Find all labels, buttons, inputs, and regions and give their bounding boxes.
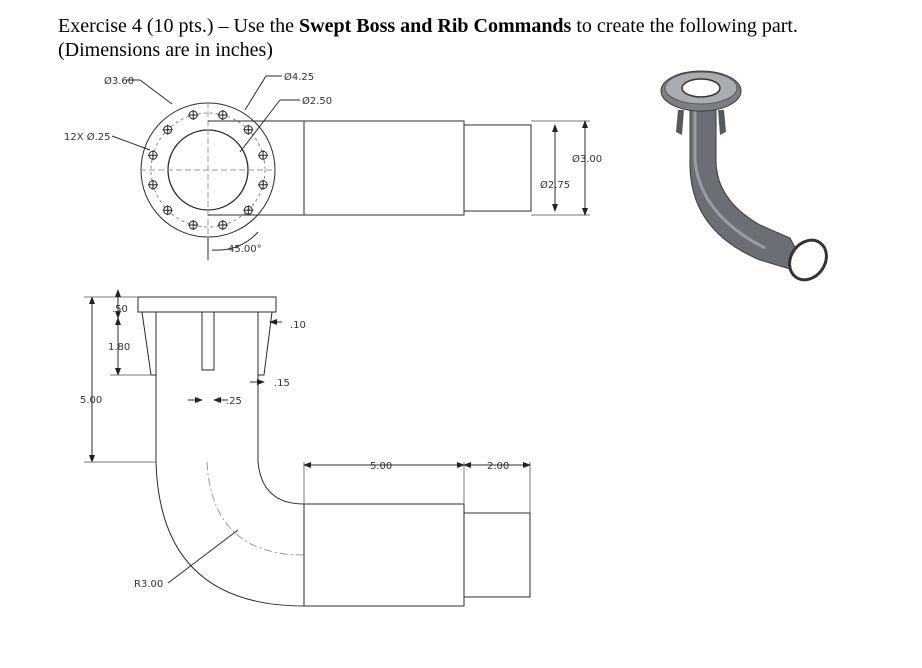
bolt-hole-cross: [258, 179, 269, 190]
bolt-hole-cross: [188, 109, 199, 120]
bolt-hole-cross: [188, 220, 199, 231]
leader-bolt-circle: [139, 79, 173, 105]
rib-center: [201, 311, 215, 371]
rib-right: [257, 311, 273, 376]
label-rib-offset: .15: [274, 378, 290, 389]
label-tube-id: Ø2.75: [540, 179, 570, 191]
label-tube-od: Ø3.00: [572, 153, 602, 165]
bend-outer: [155, 461, 305, 607]
label-angle: 45.00°: [228, 244, 262, 255]
label-bend-radius: R3.00: [134, 579, 163, 590]
bend-centerline: [206, 461, 305, 556]
label-flange-od: Ø4.25: [284, 71, 314, 83]
header-emphasis: Swept Boss and Rib Commands: [299, 15, 572, 37]
horizontal-tube: [303, 503, 465, 607]
bolt-hole-cross: [258, 150, 269, 161]
label-vertical-height: 5.00: [80, 395, 102, 406]
label-rib-height: 1.80: [108, 342, 130, 353]
label-flange-thk: .50: [112, 304, 128, 315]
bolt-holes: [147, 109, 269, 231]
tube-end-3d: [788, 238, 828, 282]
bolt-circle: [150, 112, 266, 228]
tube-profile-top: [208, 120, 590, 216]
leader-holes: [111, 135, 151, 151]
bolt-hole-cross: [147, 179, 158, 190]
front-view: [84, 289, 531, 607]
label-rib-thk: .25: [226, 396, 242, 407]
label-extension: 2.00: [487, 461, 509, 472]
label-horizontal-length: 5.00: [370, 461, 392, 472]
header-suffix: to create the following part.: [571, 15, 798, 37]
header-prefix: Exercise 4 (10 pts.) – Use the: [58, 15, 300, 37]
exercise-header: Exercise 4 (10 pts.) – Use the Swept Bos…: [58, 14, 908, 62]
bolt-hole-cross: [147, 150, 158, 161]
leader-flange-od: [244, 75, 267, 111]
bolt-hole-cross: [217, 220, 228, 231]
tube-body: [303, 120, 465, 216]
rib-left: [141, 311, 157, 376]
top-view: [111, 75, 300, 260]
bend-inner: [257, 461, 305, 505]
leader-bend-radius: [167, 529, 239, 584]
horizontal-extension: [463, 512, 531, 598]
bolt-hole-cross: [243, 124, 254, 135]
bolt-hole-cross: [162, 205, 173, 216]
label-bore: Ø2.50: [302, 95, 332, 107]
label-holes: 12X Ø.25: [64, 131, 111, 143]
tube-extension: [463, 124, 532, 212]
angle-arc: [211, 231, 259, 251]
bolt-hole-cross: [162, 124, 173, 135]
header-line2: (Dimensions are in inches): [58, 39, 273, 61]
part-3d-render: [660, 70, 828, 282]
flange-plate: [137, 296, 277, 313]
label-rib-inset: .10: [290, 320, 306, 331]
leader-bore: [239, 99, 281, 153]
label-bolt-circle: Ø3.60: [104, 75, 134, 87]
bolt-hole-cross: [217, 109, 228, 120]
bolt-hole-cross: [243, 205, 254, 216]
dimension-labels: Ø3.60 Ø4.25 Ø2.50 12X Ø.25 45.00° Ø3.00 …: [64, 71, 602, 590]
